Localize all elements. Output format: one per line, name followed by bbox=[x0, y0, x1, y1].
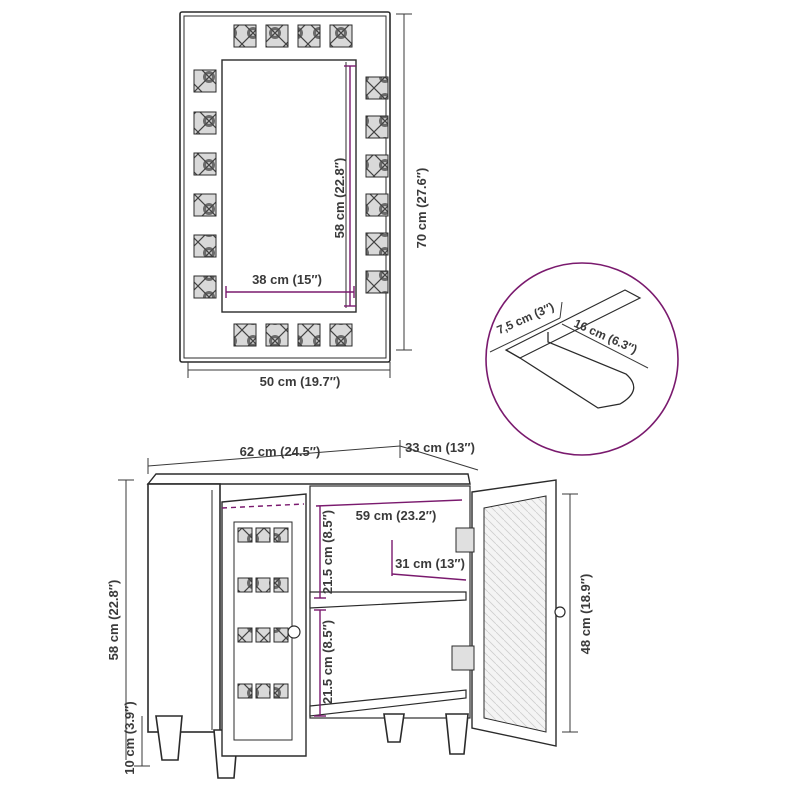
mirror-tile bbox=[193, 69, 217, 93]
door-tile bbox=[237, 527, 253, 543]
mirror-tile bbox=[329, 24, 353, 48]
mirror-tile bbox=[193, 275, 217, 299]
cabinet-shelf-depth-label: 31 cm (13″) bbox=[395, 556, 465, 571]
mirror-tile bbox=[265, 24, 289, 48]
cabinet-shelf-depth-dimension: 31 cm (13″) bbox=[391, 540, 467, 581]
door-tile bbox=[255, 627, 271, 643]
mirror-tile bbox=[233, 323, 257, 347]
mirror-width-label: 50 cm (19.7″) bbox=[260, 374, 341, 389]
mirror-glass bbox=[221, 59, 357, 313]
cabinet-width-label: 62 cm (24.5″) bbox=[240, 444, 321, 459]
mirror-inner-width-label: 38 cm (15″) bbox=[252, 272, 322, 287]
cabinet-left-side bbox=[147, 483, 221, 733]
cabinet-leg-back-right bbox=[445, 713, 469, 755]
mirror-tile bbox=[365, 193, 389, 217]
cabinet-leg-back-left bbox=[383, 713, 405, 743]
mirror-tile bbox=[265, 323, 289, 347]
door-tile bbox=[237, 577, 253, 593]
cabinet-depth-dimension: 33 cm (13″) bbox=[399, 440, 479, 471]
hinge-upper bbox=[455, 527, 475, 553]
cabinet-shelf bbox=[309, 591, 467, 609]
door-tile bbox=[273, 627, 289, 643]
cabinet-inner-height-dimension: 48 cm (18.9″) bbox=[562, 493, 593, 733]
mirror-inner-width-dimension: 38 cm (15″) bbox=[225, 272, 355, 298]
door-tile bbox=[255, 577, 271, 593]
mirror-frame-inner-edge bbox=[183, 15, 387, 359]
mirror-inner-height-label: 58 cm (22.8″) bbox=[332, 158, 347, 239]
mirror-tile bbox=[329, 323, 353, 347]
mirror-tile bbox=[365, 154, 389, 178]
mirror-inner-height-dimension: 58 cm (22.8″) bbox=[332, 65, 356, 307]
mirror-illustration bbox=[179, 11, 391, 363]
cabinet-bottom-panel bbox=[309, 689, 467, 717]
cabinet-leg-dimension: 10 cm (3.9″) bbox=[122, 701, 150, 775]
cabinet-top bbox=[146, 473, 471, 485]
door-tile bbox=[273, 683, 289, 699]
mirror-tile bbox=[365, 76, 389, 100]
cabinet-illustration bbox=[146, 473, 566, 779]
cabinet-inner-width-dimension: 59 cm (23.2″) bbox=[315, 499, 463, 523]
mirror-tile bbox=[193, 111, 217, 135]
detail-circle bbox=[485, 262, 679, 456]
cabinet-lower-shelf-dimension: 21.5 cm (8.5″) bbox=[314, 609, 335, 717]
mirror-tiles bbox=[193, 24, 389, 347]
mirror-height-label: 70 cm (27.6″) bbox=[414, 168, 429, 249]
door-tile bbox=[273, 577, 289, 593]
mirror-width-dimension: 50 cm (19.7″) bbox=[187, 362, 391, 389]
detail-magnifier: 7,5 cm (3″) 16 cm (6.3″) bbox=[485, 262, 679, 456]
mirror-tile bbox=[193, 152, 217, 176]
door-knob bbox=[287, 625, 301, 639]
mirror-tile bbox=[365, 270, 389, 294]
cabinet-lower-shelf-label: 21.5 cm (8.5″) bbox=[320, 620, 335, 704]
cabinet-upper-shelf-dimension: 21.5 cm (8.5″) bbox=[314, 506, 335, 599]
mirror-tile bbox=[365, 115, 389, 139]
cabinet-leg-label: 10 cm (3.9″) bbox=[122, 701, 137, 774]
cabinet-upper-shelf-label: 21.5 cm (8.5″) bbox=[320, 510, 335, 594]
mirror-tile bbox=[233, 24, 257, 48]
door-tile bbox=[255, 683, 271, 699]
door-tile bbox=[237, 627, 253, 643]
mirror-tile bbox=[193, 193, 217, 217]
cabinet-depth-label: 33 cm (13″) bbox=[405, 440, 475, 455]
mirror-tile bbox=[297, 24, 321, 48]
door-tile bbox=[237, 683, 253, 699]
cabinet-height-dimension: 58 cm (22.8″) bbox=[106, 479, 134, 760]
cabinet-leg-front-left bbox=[155, 715, 183, 761]
hinge-lower bbox=[451, 645, 475, 671]
cabinet-inner-width-label: 59 cm (23.2″) bbox=[356, 508, 437, 523]
cabinet-width-dimension: 62 cm (24.5″) bbox=[147, 444, 401, 474]
cabinet-inner-height-label: 48 cm (18.9″) bbox=[578, 574, 593, 655]
detail-cutout bbox=[505, 332, 635, 409]
mirror-height-dimension: 70 cm (27.6″) bbox=[396, 13, 429, 351]
door-tile bbox=[273, 527, 289, 543]
mirror-tile bbox=[193, 234, 217, 258]
mirror-tile bbox=[297, 323, 321, 347]
door-tiles bbox=[237, 527, 289, 699]
mirror-tile bbox=[365, 232, 389, 256]
cabinet-door-left bbox=[221, 493, 307, 757]
cabinet-door-right bbox=[451, 479, 566, 747]
cabinet-height-label: 58 cm (22.8″) bbox=[106, 580, 121, 661]
door-knob-right bbox=[554, 606, 566, 618]
door-tile bbox=[255, 527, 271, 543]
